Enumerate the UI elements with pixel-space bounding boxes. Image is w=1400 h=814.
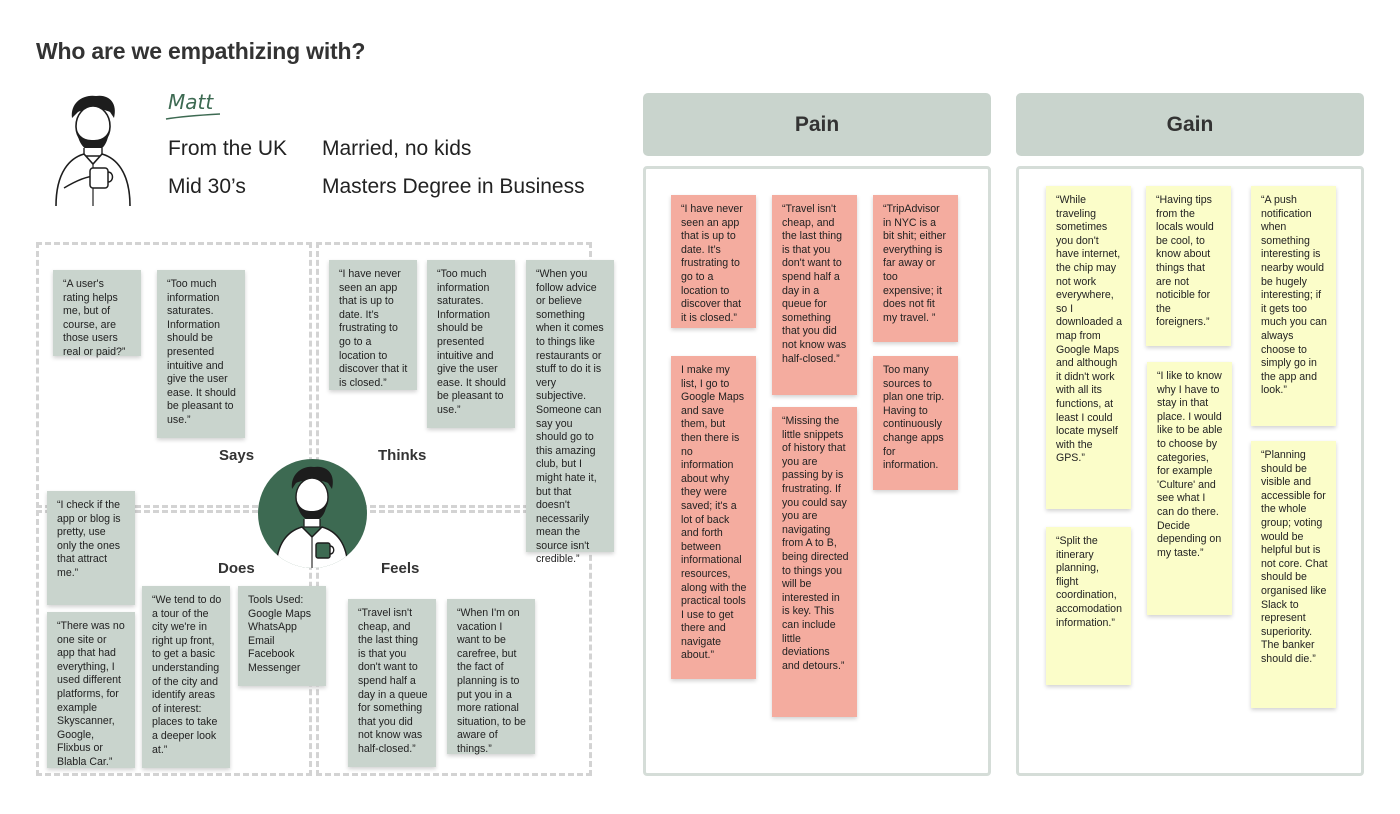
- does-note[interactable]: “We tend to do a tour of the city we're …: [142, 586, 230, 768]
- quadrant-says: [36, 242, 312, 508]
- pain-note[interactable]: “Missing the little snippets of history …: [772, 407, 857, 717]
- quadrant-label-says: Says: [219, 447, 255, 464]
- quadrant-label-does: Does: [218, 560, 255, 577]
- pain-note[interactable]: I make my list, I go to Google Maps and …: [671, 356, 756, 679]
- page-title: Who are we empathizing with?: [36, 38, 366, 64]
- persona-fact-education: Masters Degree in Business: [322, 175, 585, 198]
- gain-board: [1016, 166, 1364, 776]
- gain-note[interactable]: “I like to know why I have to stay in th…: [1147, 362, 1232, 615]
- persona-fact-origin: From the UK: [168, 137, 288, 160]
- gain-note[interactable]: “Having tips from the locals would be co…: [1146, 186, 1231, 346]
- says-note[interactable]: “A user's rating helps me, but of course…: [53, 270, 141, 358]
- thinks-note[interactable]: “I have never seen an app that is up to …: [329, 260, 417, 390]
- feels-note[interactable]: “When I'm on vacation I want to be caref…: [447, 599, 535, 755]
- pain-board: [643, 166, 991, 776]
- quadrant-label-thinks: Thinks: [378, 447, 427, 464]
- feels-note[interactable]: “Travel isn't cheap, and the last thing …: [348, 599, 436, 767]
- persona-avatar: [258, 459, 367, 568]
- does-note[interactable]: Tools Used: Google Maps WhatsApp Email F…: [238, 586, 326, 686]
- gain-note[interactable]: “A push notification when something inte…: [1251, 186, 1336, 426]
- pain-note[interactable]: “Travel isn't cheap, and the last thing …: [772, 195, 857, 395]
- gain-note[interactable]: “While traveling sometimes you don't hav…: [1046, 186, 1131, 509]
- name-underline: [165, 113, 221, 120]
- gain-note[interactable]: “Split the itinerary planning, flight co…: [1046, 527, 1131, 685]
- pain-note[interactable]: “I have never seen an app that is up to …: [671, 195, 756, 328]
- gain-note[interactable]: “Planning should be visible and accessib…: [1251, 441, 1336, 708]
- says-note[interactable]: “Too much information saturates. Informa…: [157, 270, 245, 438]
- does-note[interactable]: “I check if the app or blog is pretty, u…: [47, 491, 135, 605]
- pain-note[interactable]: “TripAdvisor in NYC is a bit shit; eithe…: [873, 195, 958, 342]
- thinks-note[interactable]: “When you follow advice or believe somet…: [526, 260, 614, 565]
- persona-fact-family: Married, no kids: [322, 137, 472, 160]
- gain-header: Gain: [1016, 93, 1364, 156]
- persona-avatar-icon: [275, 466, 349, 568]
- pain-note[interactable]: Too many sources to plan one trip. Havin…: [873, 356, 958, 490]
- persona-name: Matt: [168, 90, 214, 114]
- pain-header: Pain: [643, 93, 991, 156]
- persona-fact-age: Mid 30’s: [168, 175, 246, 198]
- thinks-note[interactable]: “Too much information saturates. Informa…: [427, 260, 515, 428]
- persona-illustration: [55, 95, 131, 207]
- does-note[interactable]: “There was no one site or app that had e…: [47, 612, 135, 768]
- quadrant-label-feels: Feels: [381, 560, 420, 577]
